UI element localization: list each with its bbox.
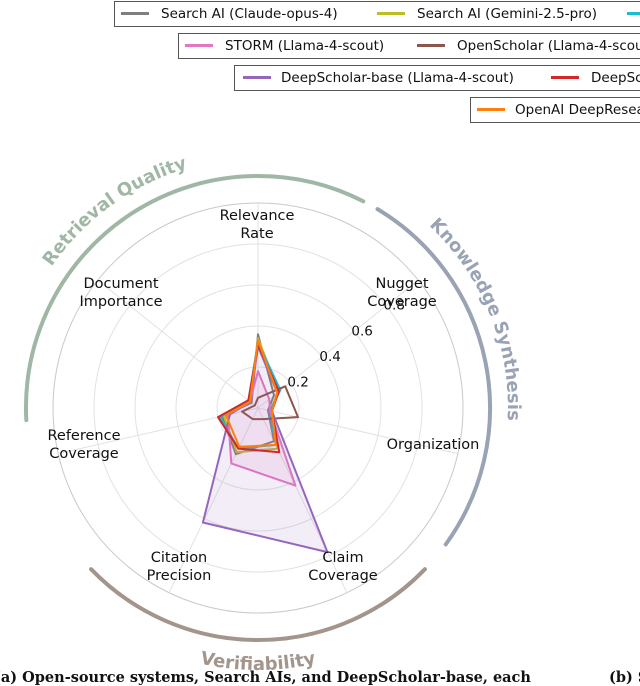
axis-label-line: Nugget <box>375 276 428 292</box>
axis-label-line: Coverage <box>367 294 437 310</box>
radial-tick-label: 0.2 <box>287 374 308 390</box>
grid-spoke <box>168 407 259 593</box>
legend-swatch-gpt41 <box>627 12 640 15</box>
axis-label-line: Coverage <box>49 446 119 462</box>
axis-label-line: Rate <box>240 226 273 242</box>
legend-label-claude: Search AI (Claude-opus-4) <box>161 6 338 22</box>
group-label-text: Knowledge Synthesis <box>425 214 524 421</box>
legend-label-openai-deepresearch: OpenAI DeepResea <box>515 102 640 118</box>
radial-tick-label: 0.4 <box>319 349 340 365</box>
axis-label-line: Precision <box>147 568 212 584</box>
axis-label-line: Importance <box>79 294 162 310</box>
legend-swatch-storm <box>185 44 213 47</box>
axis-label-line: Relevance <box>220 208 295 224</box>
legend-row-2: STORM (Llama-4-scout) OpenScholar (Llama… <box>178 33 640 59</box>
legend-label-openscholar: OpenScholar (Llama-4-scout) <box>457 38 640 54</box>
legend-row-3: DeepScholar-base (Llama-4-scout) DeepSc <box>234 65 640 91</box>
legend-swatch-openscholar <box>417 44 445 47</box>
legend-label-deepscholar-llama: DeepScholar-base (Llama-4-scout) <box>281 70 514 86</box>
series-openai-deepresearch <box>225 339 279 448</box>
group-label-knowledge-synthesis: Knowledge Synthesis <box>425 214 524 421</box>
axis-label-organization: Organization <box>387 437 480 453</box>
axis-label-line: Reference <box>47 428 120 444</box>
grid-spoke <box>97 279 259 409</box>
caption-left: (a) Open-source systems, Search AIs, and… <box>0 669 531 686</box>
legend-row-1: Search AI (Claude-opus-4) Search AI (Gem… <box>114 1 640 27</box>
legend-row-4: OpenAI DeepResea <box>470 97 640 123</box>
axis-label-line: Claim <box>322 550 363 566</box>
axis-label-line: Document <box>83 276 158 292</box>
legend-swatch-claude <box>121 12 149 15</box>
radial-tick-label: 0.6 <box>351 323 372 339</box>
axis-label-line: Coverage <box>308 568 378 584</box>
axis-label-line: Organization <box>387 437 480 453</box>
legend-swatch-deepscholar-llama <box>243 76 271 79</box>
axis-label-line: Citation <box>151 550 208 566</box>
caption-right: (b) S <box>609 669 640 686</box>
legend-label-deepscholar-gpt: DeepSc <box>591 70 640 86</box>
series-openscholar-llama-4-scout <box>241 385 299 421</box>
group-label-text: Retrieval Quality <box>39 153 190 270</box>
radial-tick-label: 0.8 <box>383 298 404 314</box>
grid-spoke <box>257 407 458 455</box>
group-arc-retrieval-quality <box>23 174 366 423</box>
legend-swatch-openai-deepresearch <box>477 108 505 111</box>
group-arc-knowledge-synthesis <box>375 207 493 547</box>
group-label-retrieval-quality: Retrieval Quality <box>39 153 190 270</box>
group-arc-verifiability <box>89 567 427 643</box>
legend-swatch-deepscholar-gpt <box>551 76 579 79</box>
legend-label-storm: STORM (Llama-4-scout) <box>225 38 385 54</box>
legend-swatch-gemini <box>377 12 405 15</box>
legend-label-gemini: Search AI (Gemini-2.5-pro) <box>417 6 597 22</box>
